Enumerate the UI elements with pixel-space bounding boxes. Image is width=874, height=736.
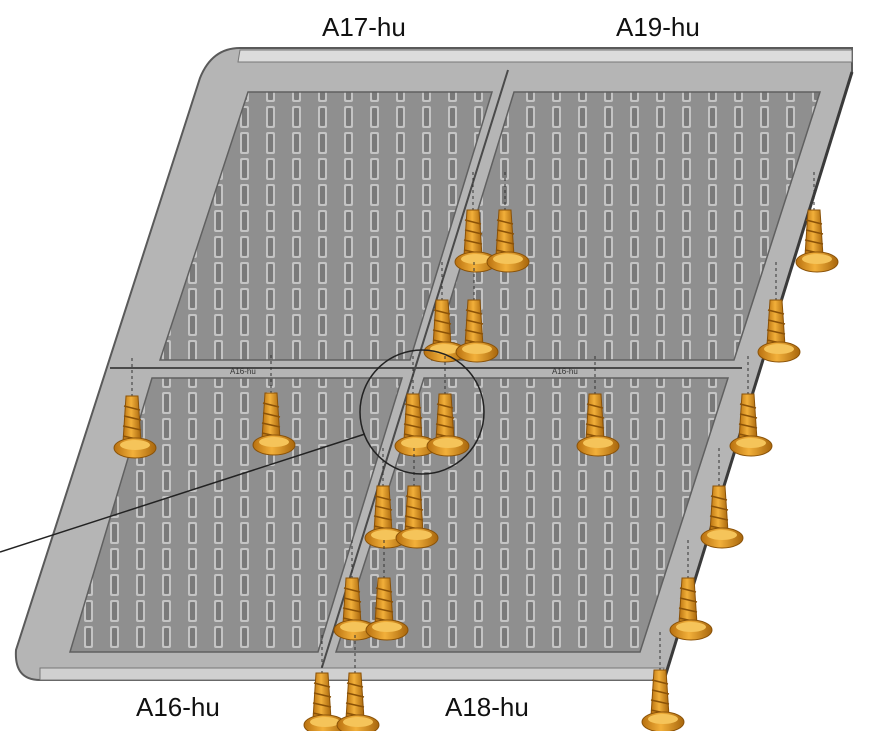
tray-base: A16-hu A16-hu <box>14 47 854 681</box>
engraved-label-right: A16-hu <box>552 367 578 376</box>
right-edge-rail <box>662 71 854 681</box>
panel-label-a18: A18-hu <box>445 692 529 722</box>
tray-inner-top-left <box>158 91 494 361</box>
engraved-label-left: A16-hu <box>230 367 256 376</box>
detail-circle <box>359 349 485 475</box>
top-lip <box>237 49 853 63</box>
leader-line <box>0 433 366 553</box>
panel-label-a19: A19-hu <box>616 12 700 42</box>
detail-callout <box>0 349 485 553</box>
panel-label-a17: A17-hu <box>322 12 406 42</box>
tray-inner-top-right <box>430 91 822 361</box>
panel-label-a16: A16-hu <box>136 692 220 722</box>
